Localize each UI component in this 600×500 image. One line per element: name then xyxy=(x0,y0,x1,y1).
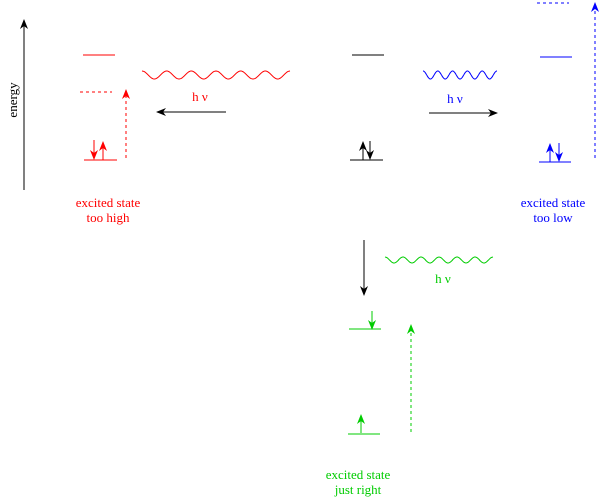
photon-label-just-right: h ν xyxy=(435,271,451,286)
caption-too-low-2: too low xyxy=(533,210,573,225)
panel-just-right xyxy=(348,256,494,435)
photon-wave xyxy=(141,70,291,80)
panel-too-high xyxy=(80,54,291,161)
photon-label-too-high: h ν xyxy=(192,89,208,104)
photon-label-too-low: h ν xyxy=(447,91,463,106)
caption-too-low-1: excited state xyxy=(521,195,586,210)
panel-molecule xyxy=(350,54,384,161)
caption-just-right-1: excited state xyxy=(326,467,391,482)
energy-axis-label: energy xyxy=(5,82,20,118)
caption-just-right-2: just right xyxy=(334,482,382,497)
photon-wave xyxy=(384,256,494,264)
photon-wave xyxy=(423,70,497,80)
panel-too-low xyxy=(423,2,599,163)
caption-too-high-2: too high xyxy=(87,210,130,225)
caption-too-high-1: excited state xyxy=(76,195,141,210)
